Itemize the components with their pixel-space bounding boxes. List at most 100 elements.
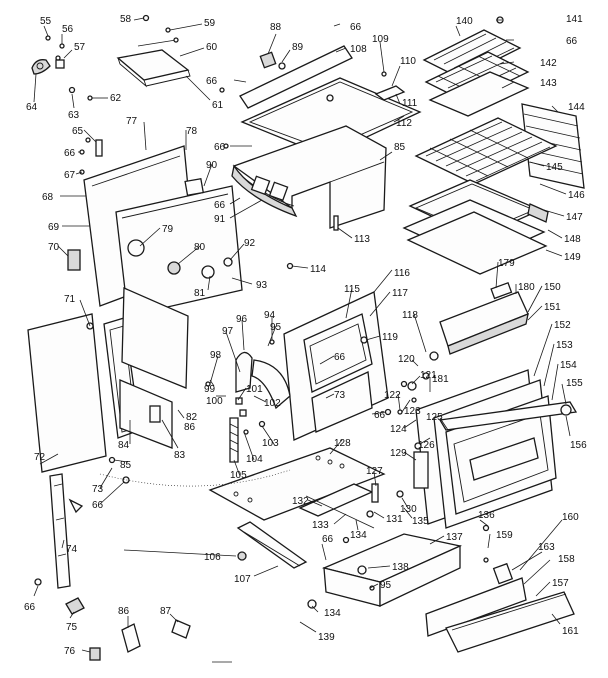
callout-label: 131 [386, 514, 403, 525]
callout-label: 72 [34, 452, 46, 463]
callout-label: 83 [174, 450, 186, 461]
callout-label: 56 [62, 24, 74, 35]
callout-label: 70 [48, 242, 60, 253]
part-upper-oven-frame [413, 369, 578, 529]
callout-label: 68 [42, 192, 54, 203]
callout-label: 141 [566, 14, 583, 25]
callout-label: 113 [354, 234, 370, 245]
callout-label: 66 [566, 36, 578, 47]
callout-label: 60 [206, 42, 218, 53]
callout-label: 159 [496, 530, 513, 541]
part-leveling-feet [34, 578, 317, 661]
callout-label: 155 [566, 378, 583, 389]
part-leveling-strip [49, 473, 84, 589]
part-oven-bottom [208, 447, 386, 521]
callout-label: 81 [194, 288, 206, 299]
callout-label: 109 [372, 34, 389, 45]
callout-label: 180 [518, 282, 535, 293]
callout-label: 120 [398, 354, 415, 365]
callout-label: 99 [204, 384, 216, 395]
callout-label: 122 [384, 390, 401, 401]
callout-label: 85 [394, 142, 406, 153]
callout-label: 69 [48, 222, 60, 233]
callout-label: 179 [498, 258, 515, 269]
callout-label: 108 [350, 44, 367, 55]
callout-label: 66 [214, 200, 226, 211]
callout-label: 105 [230, 470, 247, 481]
callout-label: 102 [264, 398, 281, 409]
callout-label: 123 [404, 406, 421, 417]
part-thermostat-assembly [205, 339, 291, 463]
callout-label: 156 [570, 440, 587, 451]
callout-label: 147 [566, 212, 583, 223]
callout-label: 135 [412, 516, 429, 527]
callout-label: 142 [540, 58, 557, 69]
part-drip-tray [87, 14, 191, 101]
callout-label: 86 [184, 422, 196, 433]
part-oven-door-inner [283, 291, 389, 441]
callout-label: 104 [246, 454, 263, 465]
callout-label: 137 [446, 532, 463, 543]
callout-label: 67 [64, 170, 76, 181]
callout-label: 64 [26, 102, 38, 113]
callout-label: 133 [312, 520, 329, 531]
callout-label: 145 [546, 162, 563, 173]
callout-label: 181 [432, 374, 449, 385]
callout-label: 94 [264, 310, 276, 321]
part-screws [85, 87, 490, 544]
callout-label: 112 [396, 118, 412, 129]
part-rear-panel [115, 177, 243, 317]
part-kick-plate [425, 557, 575, 653]
callout-label: 158 [558, 554, 575, 565]
callout-label: 86 [118, 606, 130, 617]
callout-label: 144 [568, 102, 585, 113]
callout-label: 78 [186, 126, 198, 137]
callout-label: 149 [564, 252, 581, 263]
callout-label: 124 [390, 424, 407, 435]
callout-label: 87 [160, 606, 172, 617]
callout-label: 157 [552, 578, 569, 589]
callout-label: 140 [456, 16, 473, 27]
parts-layer [27, 14, 585, 661]
callout-label: 66 [322, 534, 334, 545]
callout-label: 80 [194, 242, 206, 253]
callout-label: 163 [538, 542, 555, 553]
callout-label: 117 [392, 288, 408, 299]
callout-label: 66 [334, 352, 346, 363]
part-small-bracket [374, 71, 406, 101]
callout-label: 85 [120, 460, 132, 471]
callout-label: 92 [244, 238, 256, 249]
callout-label: 150 [544, 282, 561, 293]
part-broiler-pan [402, 179, 549, 275]
callout-label: 101 [246, 384, 263, 395]
callout-label: 95 [380, 580, 392, 591]
callout-label: 89 [292, 42, 304, 53]
leader-lines [33, 17, 571, 653]
callout-label: 107 [234, 574, 251, 585]
callout-label: 116 [394, 268, 410, 279]
callout-label: 93 [256, 280, 268, 291]
callout-label: 88 [270, 22, 282, 33]
callout-label: 111 [402, 98, 418, 109]
callout-label: 103 [262, 438, 279, 449]
alignment-ray [99, 469, 291, 487]
callout-label: 119 [382, 332, 398, 343]
callout-label: 138 [392, 562, 409, 573]
callout-label: 125 [426, 412, 443, 423]
callout-label: 63 [68, 110, 80, 121]
callout-label: 148 [564, 234, 581, 245]
callout-label: 76 [64, 646, 76, 657]
callout-label: 73 [334, 390, 346, 401]
callout-label: 71 [64, 294, 76, 305]
part-bake-burner [298, 483, 404, 529]
callout-label: 129 [390, 448, 407, 459]
callout-label: 130 [400, 504, 417, 515]
callout-label: 55 [40, 16, 52, 27]
callout-label: 118 [402, 310, 418, 321]
callout-label: 62 [110, 93, 122, 104]
callout-label: 128 [334, 438, 351, 449]
callout-label: 97 [222, 326, 234, 337]
part-vent-hood [407, 281, 529, 391]
callout-label: 98 [210, 350, 222, 361]
